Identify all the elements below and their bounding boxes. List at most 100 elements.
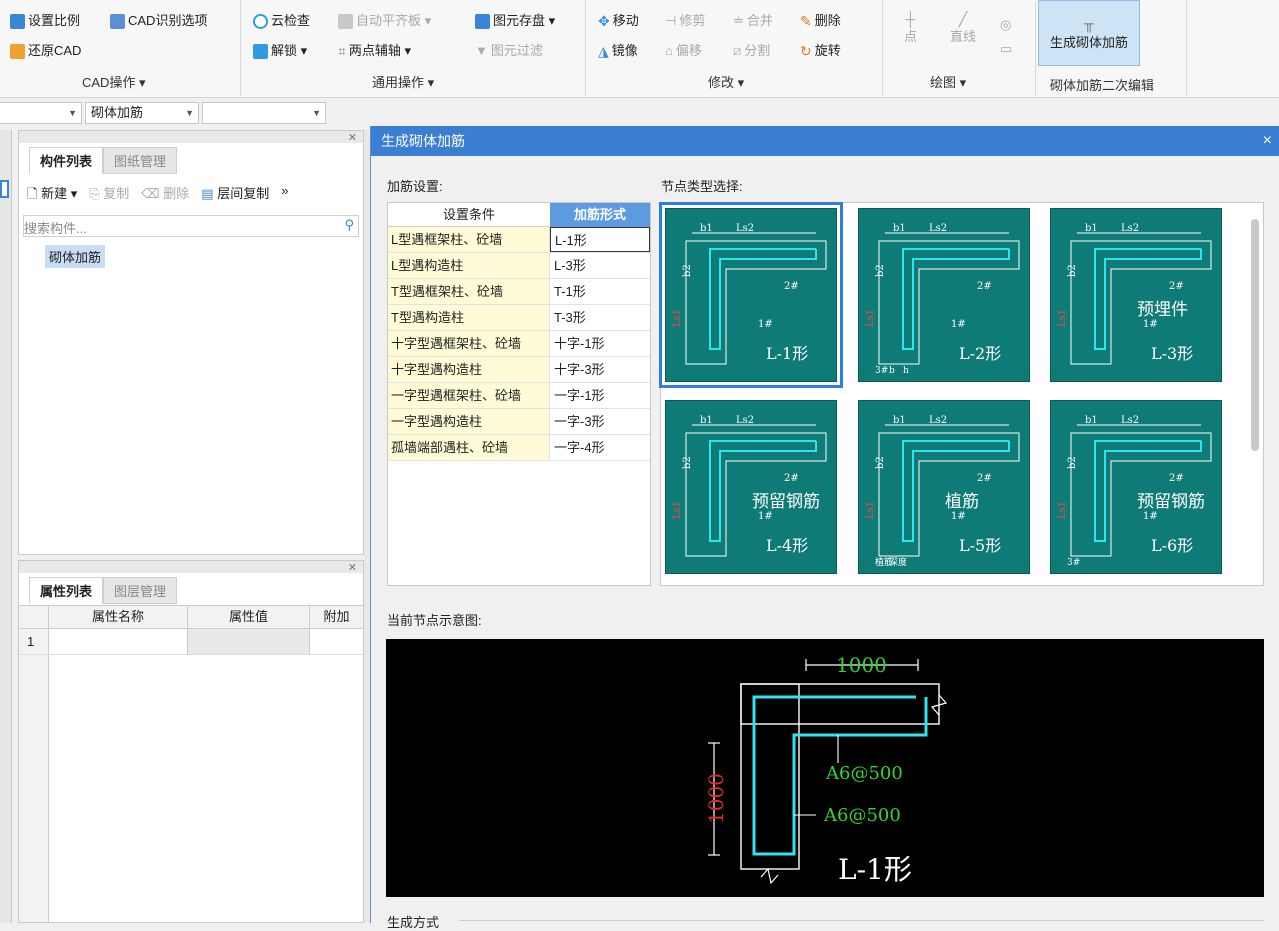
search-icon[interactable]: ⚲ — [344, 217, 354, 232]
tab-drawing-management[interactable]: 图纸管理 — [103, 147, 178, 174]
draw-group-label[interactable]: 绘图 ▾ — [930, 75, 967, 90]
panel-splitter[interactable] — [364, 130, 370, 923]
rebar-form-cell[interactable]: T-1形 — [554, 284, 586, 299]
offset-button[interactable]: ⌂ 偏移 — [665, 43, 702, 58]
rebar-form-cell[interactable]: 一字-4形 — [554, 440, 605, 455]
auto-align-slab-button[interactable]: 自动平齐板 ▾ — [338, 12, 431, 30]
node-dim-label: h — [903, 366, 909, 376]
new-button[interactable]: 🗋 新建 ▾ — [27, 186, 78, 201]
trim-icon: ⊣ — [665, 13, 677, 28]
condition-cell: T型遇框架柱、砼墙 — [388, 279, 550, 304]
copy-button[interactable]: ⎘ 复制 — [89, 186, 130, 201]
close-icon[interactable]: × — [1262, 132, 1272, 149]
move-button[interactable]: ✥ 移动 — [598, 13, 639, 29]
tree-item-masonry-rebar[interactable]: 砌体加筋 — [45, 245, 106, 268]
modify-group-label[interactable]: 修改 ▾ — [708, 75, 745, 90]
tab-component-list[interactable]: 构件列表 — [29, 147, 104, 174]
floor-copy-button[interactable]: ▤ 层间复制 — [201, 186, 270, 201]
node-dim-label: 2# — [784, 473, 799, 484]
mirror-button[interactable]: ◮ 镜像 — [598, 43, 638, 59]
ribbon-separator — [240, 0, 241, 96]
more-button[interactable]: » — [281, 183, 289, 198]
rebar-form-cell[interactable]: 十字-3形 — [554, 362, 605, 377]
property-value-cell[interactable] — [188, 629, 310, 654]
node-dim-label: b — [889, 366, 895, 376]
node-dim-label: Ls2 — [929, 415, 947, 426]
component-type-combo[interactable]: 砌体加筋▼ — [85, 102, 199, 124]
draw-line-button[interactable]: ╱ 直线 — [950, 11, 977, 44]
condition-cell: 十字型遇框架柱、砼墙 — [388, 331, 550, 356]
common-ops-group-label[interactable]: 通用操作 ▾ — [372, 75, 435, 90]
settings-row[interactable]: L型遇构造柱 L-3形 — [388, 253, 650, 279]
rebar-form-cell[interactable]: T-3形 — [554, 310, 586, 325]
settings-row[interactable]: T型遇框架柱、砼墙 T-1形 — [388, 279, 650, 305]
preview-label: 当前节点示意图: — [387, 613, 482, 628]
close-icon[interactable]: ✕ — [347, 562, 357, 574]
rebar-form-cell[interactable]: L-1形 — [550, 227, 650, 252]
save-element-button[interactable]: 图元存盘 ▾ — [475, 12, 555, 30]
settings-row[interactable]: 孤墙端部遇柱、砼墙一字-4形 — [388, 435, 650, 461]
rebar-form-cell[interactable]: 一字-1形 — [554, 388, 605, 403]
trim-button[interactable]: ⊣ 修剪 — [665, 13, 706, 28]
panel-header — [19, 131, 363, 143]
draw-rect-button[interactable]: ▭ — [1000, 40, 1012, 58]
node-grid-scrollbar[interactable] — [1251, 219, 1259, 451]
condition-cell: L型遇构造柱 — [388, 253, 550, 278]
rebar-form-cell[interactable]: 一字-3形 — [554, 414, 605, 429]
preview-column-outline — [740, 683, 940, 725]
delete-component-button[interactable]: ⌫ 删除 — [141, 186, 190, 201]
condition-cell: 一字型遇构造柱 — [388, 409, 550, 434]
lock-icon — [253, 43, 268, 59]
node-dim-label: 1# — [1143, 319, 1158, 330]
cloud-check-button[interactable]: 云检查 — [253, 12, 310, 30]
set-scale-button[interactable]: 设置比例 — [10, 12, 80, 30]
draw-point-button[interactable]: ┼ 点 — [904, 11, 918, 44]
rotate-button[interactable]: ↻ 旋转 — [800, 43, 841, 59]
settings-row[interactable]: 十字型遇构造柱十字-3形 — [388, 357, 650, 383]
property-extra-cell[interactable] — [310, 629, 363, 654]
merge-button[interactable]: ≐ 合并 — [733, 13, 773, 28]
cad-recognition-options-button[interactable]: CAD识别选项 — [110, 12, 207, 30]
element-filter-button[interactable]: ▼ 图元过滤 — [475, 43, 543, 58]
floor-combo[interactable]: ▼ — [0, 102, 82, 124]
settings-row[interactable]: 一字型遇框架柱、砼墙一字-1形 — [388, 383, 650, 409]
search-input[interactable]: 搜索构件... ⚲ — [23, 215, 359, 237]
settings-row[interactable]: 十字型遇框架柱、砼墙十字-1形 — [388, 331, 650, 357]
masonry-group-label: 砌体加筋二次编辑 — [1050, 78, 1155, 93]
restore-cad-button[interactable]: 还原CAD — [10, 42, 81, 60]
tab-property-list[interactable]: 属性列表 — [29, 577, 104, 604]
rebar-form-cell[interactable]: L-3形 — [554, 258, 586, 273]
node-name-label: L-5形 — [959, 536, 1001, 555]
rebar-form-cell[interactable]: 十字-1形 — [554, 336, 605, 351]
tab-layer-management[interactable]: 图层管理 — [103, 577, 178, 604]
node-rebar — [902, 248, 1010, 350]
close-icon[interactable]: ✕ — [347, 132, 357, 144]
left-dock-strip — [0, 130, 12, 923]
new-icon: 🗋 — [27, 186, 38, 201]
draw-circle-button[interactable]: ◎ — [1000, 16, 1011, 34]
generate-masonry-rebar-button[interactable]: ╥ 生成砌体加筋 — [1038, 0, 1140, 66]
settings-row[interactable]: 一字型遇构造柱一字-3形 — [388, 409, 650, 435]
node-dim-label: b2 — [682, 264, 693, 277]
component-combo[interactable]: ▼ — [202, 102, 326, 124]
cad-ops-group-label[interactable]: CAD操作 ▾ — [82, 75, 146, 90]
split-icon: ⧄ — [733, 43, 742, 58]
two-point-axis-button[interactable]: ⌗ 两点辅轴 ▾ — [338, 43, 412, 59]
property-row[interactable]: 1 — [19, 629, 363, 655]
split-button[interactable]: ⧄ 分割 — [733, 43, 771, 58]
delete-button[interactable]: ✎ 删除 — [800, 13, 841, 29]
unlock-button[interactable]: 解锁 ▾ — [253, 42, 307, 60]
node-dim-label: b2 — [682, 456, 693, 469]
axis-icon: ⌗ — [338, 43, 346, 59]
dock-icon[interactable] — [0, 180, 9, 198]
node-rebar — [1094, 248, 1202, 350]
